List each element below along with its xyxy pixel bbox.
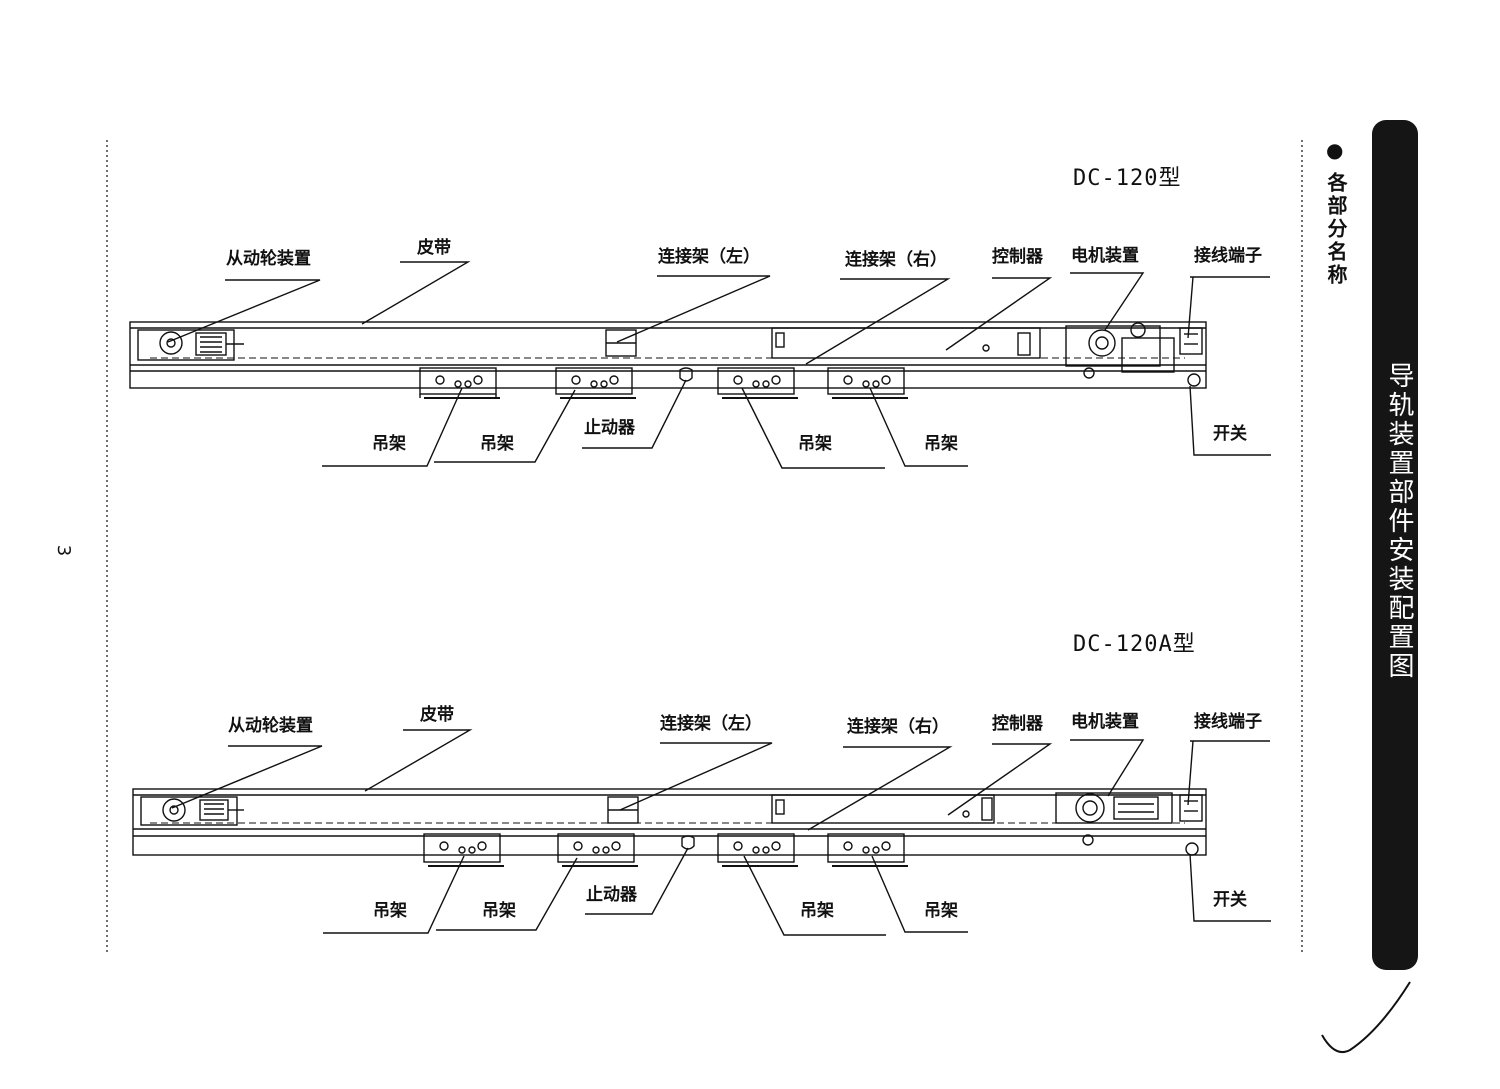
label-stopper: 止动器 xyxy=(586,885,637,905)
label-terminal: 接线端子 xyxy=(1194,712,1262,732)
section-title: 各部分名称 xyxy=(1324,172,1348,287)
label-conn-right: 连接架（右） xyxy=(847,717,949,737)
model-title-2: DC-120A型 xyxy=(1073,632,1196,657)
label-switch: 开关 xyxy=(1213,890,1247,910)
label-motor: 电机装置 xyxy=(1071,246,1139,266)
label-hanger-4: 吊架 xyxy=(924,901,958,921)
label-controller: 控制器 xyxy=(992,714,1043,734)
label-conn-right: 连接架（右） xyxy=(845,250,947,270)
label-hanger-3: 吊架 xyxy=(798,434,832,454)
label-conn-left: 连接架（左） xyxy=(658,247,760,267)
label-hanger-3: 吊架 xyxy=(800,901,834,921)
label-conn-left: 连接架（左） xyxy=(660,714,762,734)
sidebar-title: 导轨装置部件安装配置图 xyxy=(1384,362,1414,681)
label-terminal: 接线端子 xyxy=(1194,246,1262,266)
label-belt: 皮带 xyxy=(420,705,454,725)
label-switch: 开关 xyxy=(1213,424,1247,444)
label-hanger-4: 吊架 xyxy=(924,434,958,454)
label-hanger-2: 吊架 xyxy=(482,901,516,921)
label-controller: 控制器 xyxy=(992,247,1043,267)
bullet-icon: ● xyxy=(1326,138,1344,162)
label-idler: 从动轮装置 xyxy=(228,716,313,736)
label-idler: 从动轮装置 xyxy=(226,249,311,269)
label-motor: 电机装置 xyxy=(1071,712,1139,732)
label-hanger-1: 吊架 xyxy=(373,901,407,921)
label-hanger-1: 吊架 xyxy=(372,434,406,454)
model-title-1: DC-120型 xyxy=(1073,166,1182,191)
label-hanger-2: 吊架 xyxy=(480,434,514,454)
label-stopper: 止动器 xyxy=(584,418,635,438)
label-belt: 皮带 xyxy=(417,238,451,258)
sidebar-tab xyxy=(1372,120,1418,970)
